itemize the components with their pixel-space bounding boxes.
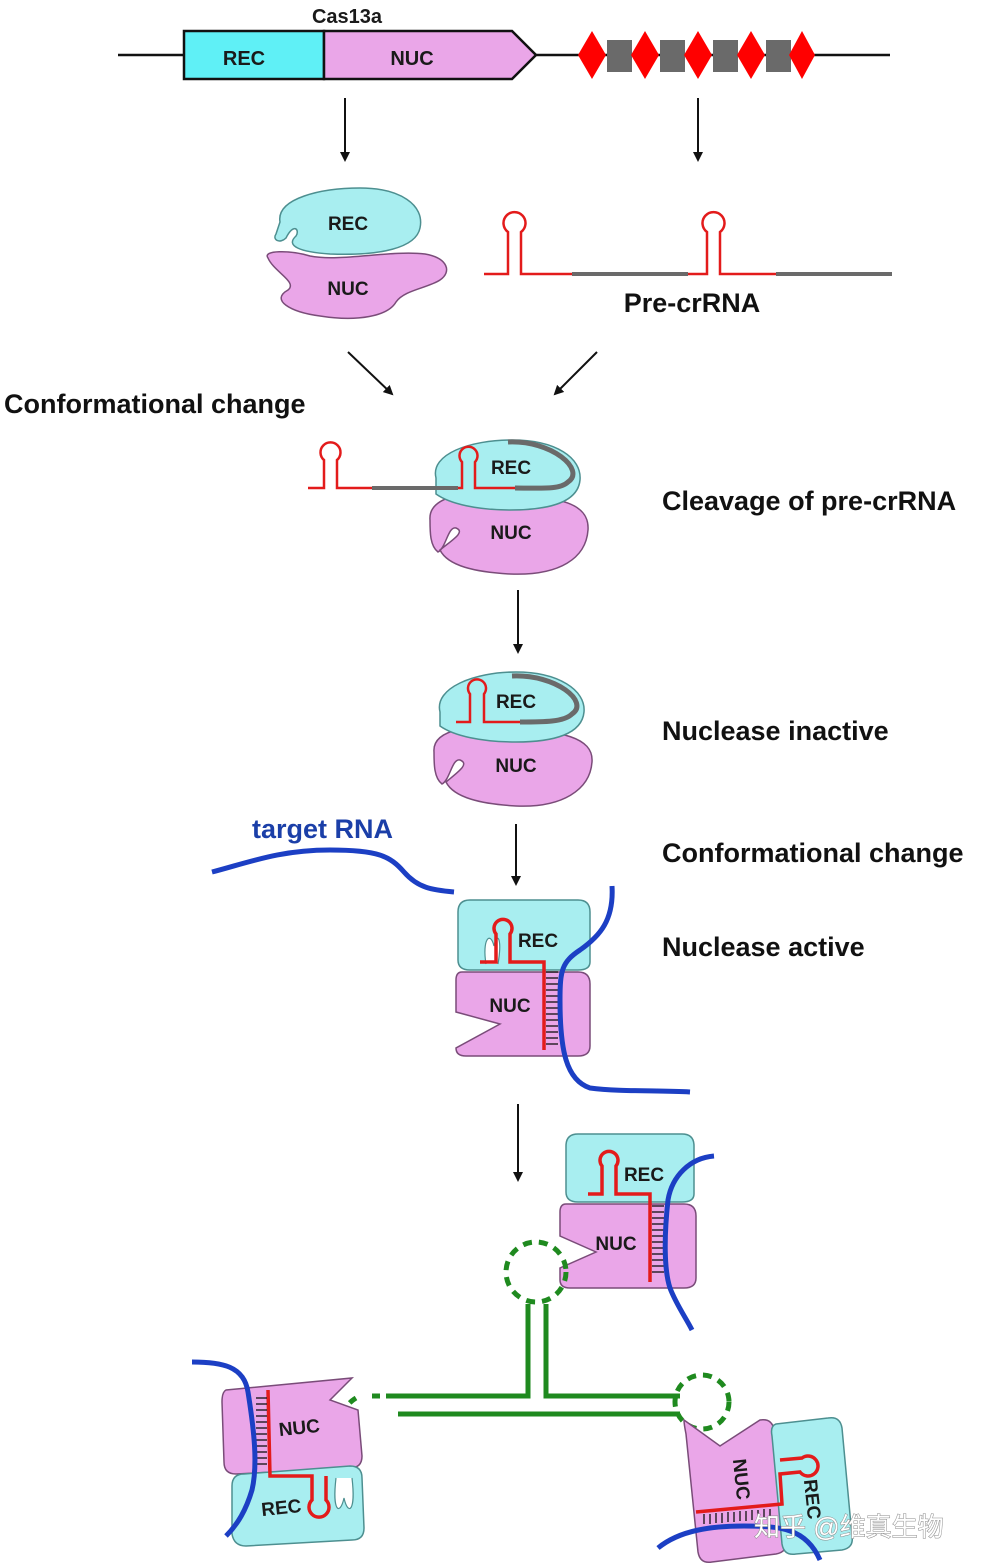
rec-label: REC (496, 692, 536, 713)
rec-domain (565, 1133, 695, 1203)
nuc-label: NUC (490, 523, 531, 544)
target-rna-label: target RNA (252, 814, 393, 844)
nuc-label: NUC (595, 1234, 636, 1255)
rec-label: REC (491, 458, 531, 479)
rec-label: REC (328, 214, 368, 235)
target-rna-strand (211, 847, 455, 895)
gene-name: Cas13a (312, 6, 383, 28)
watermark: 知乎 @维真生物 (754, 1512, 944, 1542)
pre-crrna: Pre-crRNA (484, 210, 892, 318)
complex-active: REC NUC (455, 885, 691, 1095)
rec-gene-label: REC (223, 48, 265, 70)
nuc-gene-label: NUC (390, 48, 433, 70)
complex-collateral-left: NUC REC (191, 1359, 365, 1547)
arrow-converge-left (347, 351, 394, 396)
rec-domain (231, 1465, 365, 1547)
pre-crrna-label: Pre-crRNA (624, 288, 761, 318)
nuc-label: NUC (495, 756, 536, 777)
nuc-label: NUC (489, 996, 530, 1017)
nuc-label: NUC (278, 1416, 321, 1441)
arrow-converge-right (553, 351, 598, 396)
rec-domain (770, 1416, 854, 1556)
conformational-change-label-1: Conformational change (4, 389, 306, 419)
rec-domain (438, 671, 585, 743)
complex-collateral-top: REC NUC (559, 1133, 715, 1332)
conformational-change-label-2: Conformational change (662, 838, 964, 868)
complex-collateral-right: NUC REC (656, 1416, 854, 1564)
crispr-array (578, 31, 815, 79)
nuclease-active-label: Nuclease active (662, 932, 865, 962)
apo-cas13a: REC NUC (266, 187, 448, 320)
nuc-label: NUC (327, 279, 368, 300)
gene-locus: Cas13a REC NUC (118, 6, 890, 81)
rec-label: REC (518, 931, 558, 952)
complex-cleavage: REC NUC (308, 439, 589, 575)
nuc-label: NUC (728, 1458, 753, 1501)
complex-inactive: REC NUC (433, 671, 593, 807)
nuc-domain (266, 251, 448, 320)
rec-domain (274, 187, 422, 256)
collateral-rna (337, 1239, 732, 1432)
rec-label: REC (624, 1165, 664, 1186)
rec-label: REC (799, 1478, 824, 1520)
nuc-domain (559, 1203, 697, 1289)
nuclease-inactive-label: Nuclease inactive (662, 716, 889, 746)
nuc-gene-segment (322, 29, 538, 81)
cleavage-label: Cleavage of pre-crRNA (662, 486, 956, 516)
rec-label: REC (260, 1496, 302, 1521)
nuc-domain (455, 971, 591, 1057)
rec-domain (434, 439, 581, 511)
